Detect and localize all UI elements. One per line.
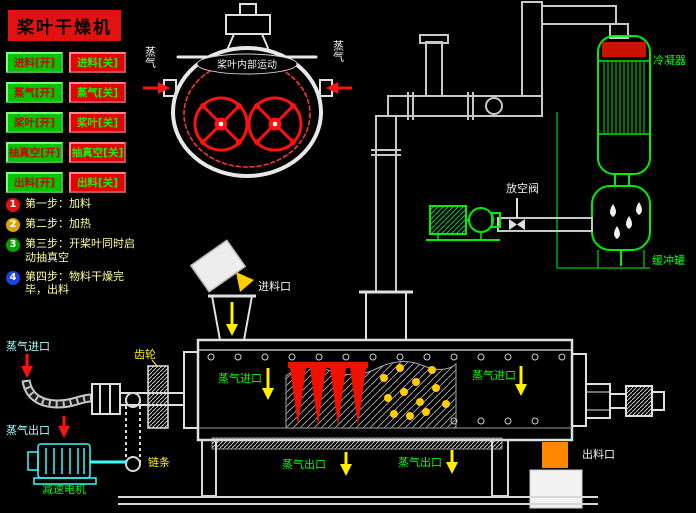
base-plate <box>211 437 503 450</box>
condenser-label: 冷凝器 <box>653 53 686 67</box>
gear-motor-label: 减速电机 <box>42 482 86 496</box>
steam-inlet-inner-right-arrow-icon <box>515 366 527 396</box>
drive-chain <box>125 392 141 472</box>
steam-arrow-left-icon <box>143 82 170 94</box>
step-1-text: 第一步：加料 <box>25 197 91 210</box>
step-4-badge: 4 <box>6 270 20 285</box>
paddle-rotor-left <box>193 96 249 152</box>
feed-arrow-icon <box>226 302 238 336</box>
steam-inlet-inner-left-label: 蒸气进口 <box>218 371 262 385</box>
paddle-cones <box>288 362 368 426</box>
step-2-text: 第二步：加热 <box>25 217 91 230</box>
gear-pointer <box>151 359 158 367</box>
steam-outlet-bottom-right-label: 蒸气出口 <box>398 455 442 469</box>
step-2-badge: 2 <box>6 218 20 232</box>
feed-hopper <box>208 294 256 341</box>
feed-on-button[interactable]: 进料[开] <box>6 52 63 73</box>
steam-outlet-ext-arrow-icon <box>58 416 70 438</box>
feed-tote-spout-icon <box>236 272 254 292</box>
steam-outlet-bottom-left-label: 蒸气出口 <box>282 457 326 471</box>
page-title: 桨叶干燥机 <box>8 10 121 41</box>
steam-on-button[interactable]: 蒸气[开] <box>6 82 63 103</box>
step-item-2: 2 第二步：加热 <box>6 217 156 232</box>
condensate-droplets-icon <box>610 202 642 239</box>
discharge-drive <box>585 383 665 419</box>
vacuum-off-button[interactable]: 抽真空[关] <box>69 142 126 163</box>
dryer-machine <box>183 290 587 442</box>
machine-base <box>118 439 598 505</box>
steam-label-left: 蒸气 <box>144 46 157 68</box>
vacuum-on-button[interactable]: 抽真空[开] <box>6 142 63 163</box>
steam-inlet-ext-label: 蒸气进口 <box>6 339 50 353</box>
machine-bolts <box>207 353 566 425</box>
operation-steps: 1 第一步：加料 2 第二步：加热 3 第三步：开桨叶同时启动抽真空 4 第四步… <box>6 197 156 302</box>
vent-pipe <box>497 217 593 232</box>
vessel-motion-label: 桨叶内部运动 <box>217 58 277 71</box>
support-frame <box>556 112 650 269</box>
step-item-4: 4 第四步：物料干燥完毕，出料 <box>6 270 156 298</box>
steam-outlet-ext-label: 蒸气出口 <box>6 423 50 437</box>
steam-label-right: 蒸气 <box>332 40 345 62</box>
gear-motor <box>27 443 126 485</box>
step-item-1: 1 第一步：加料 <box>6 197 156 212</box>
vent-valve-icon <box>509 198 525 230</box>
steam-inlet-inner-right-label: 蒸气进口 <box>472 368 516 382</box>
buffer-tank-label: 缓冲罐 <box>652 253 685 267</box>
step-item-3: 3 第三步：开桨叶同时启动抽真空 <box>6 237 156 265</box>
steam-arrow-right-icon <box>326 82 352 94</box>
feed-port-label: 进料口 <box>258 279 291 293</box>
discharge-port-label: 出料口 <box>582 447 615 461</box>
gear-label: 齿轮 <box>134 347 156 361</box>
discharge-chute <box>542 442 568 468</box>
discharge-off-button[interactable]: 出料[关] <box>69 172 126 193</box>
step-1-badge: 1 <box>6 198 20 212</box>
step-4-text: 第四步：物料干燥完毕，出料 <box>25 269 124 297</box>
chain-label: 链条 <box>148 455 170 469</box>
feed-off-button[interactable]: 进料[关] <box>69 52 126 73</box>
paddle-off-button[interactable]: 桨叶[关] <box>69 112 126 133</box>
steam-inlet-inner-left-arrow-icon <box>262 368 274 400</box>
steam-outlet-bottom-left-arrow-icon <box>340 452 352 476</box>
drive-gear <box>147 365 169 429</box>
rotary-joint <box>91 383 185 415</box>
vent-valve-label: 放空阀 <box>506 181 539 195</box>
paddle-on-button[interactable]: 桨叶[开] <box>6 112 63 133</box>
steam-hose <box>21 379 93 409</box>
vacuum-pump <box>426 205 501 241</box>
steam-outlet-bottom-right-arrow-icon <box>446 450 458 474</box>
vapor-piping <box>371 1 629 293</box>
buffer-tank <box>591 185 651 266</box>
steam-off-button[interactable]: 蒸气[关] <box>69 82 126 103</box>
control-box <box>529 469 583 509</box>
step-3-badge: 3 <box>6 238 20 252</box>
condenser <box>597 35 651 187</box>
vapor-dome <box>365 291 407 341</box>
material-particles <box>380 364 450 420</box>
step-3-text: 第三步：开桨叶同时启动抽真空 <box>25 237 135 264</box>
control-button-grid: 进料[开] 进料[关] 蒸气[开] 蒸气[关] 桨叶[开] 桨叶[关] 抽真空[… <box>6 52 126 193</box>
discharge-on-button[interactable]: 出料[开] <box>6 172 63 193</box>
steam-inlet-ext-arrow-icon <box>21 354 33 378</box>
paddle-rotor-right <box>247 96 303 152</box>
feed-tote <box>189 239 247 293</box>
paddle-dryer-vessel <box>163 3 333 178</box>
